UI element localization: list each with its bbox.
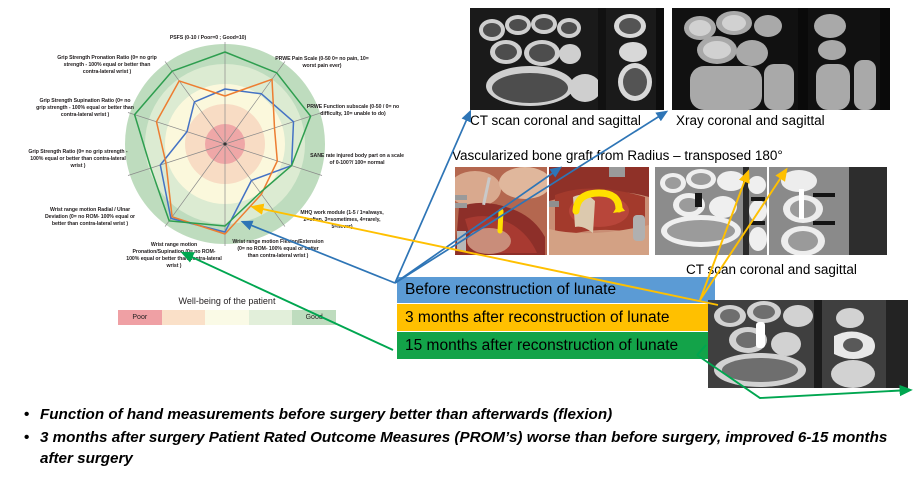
axis-label-prwe-pain: PRWE Pain Scale (0-50 0= no pain, 10= wo… xyxy=(275,56,369,69)
axis-label-wrist-pronation-supination: Wrist range motion Pronation/Supination … xyxy=(126,242,222,269)
image-surgery-photo-2 xyxy=(549,167,649,255)
radar-center-point xyxy=(223,142,227,146)
bullet-dot-1: • xyxy=(24,406,30,423)
scale-swatch-good: Good xyxy=(292,310,336,325)
image-surgery-photo-1 xyxy=(455,167,547,255)
axis-label-sane: SANE rate injured body part on a scale o… xyxy=(310,153,404,166)
axis-label-grip-supination: Grip Strength Supination Ratio (0= no gr… xyxy=(36,98,134,118)
ct-15months-graphic xyxy=(708,300,908,388)
bullet-text-2: 3 months after surgery Patient Rated Out… xyxy=(40,428,888,468)
radar-spoke-2 xyxy=(224,112,323,145)
radar-series-2 xyxy=(133,51,312,227)
bullet-dot-2: • xyxy=(24,428,30,446)
image-ct-scan-3months-sagittal xyxy=(769,167,887,255)
bullet-item-1: • Function of hand measurements before s… xyxy=(24,404,904,426)
radar-spoke-6 xyxy=(164,143,226,227)
scale-label-poor: Poor xyxy=(132,314,148,321)
wellbeing-scale-bar: Poor Good xyxy=(118,310,336,325)
axis-label-wrist-radial-ulnar: Wrist range motion Radial / Ulnar Deviat… xyxy=(44,207,136,227)
axis-label-grip-pronation: Grip Strength Pronation Ratio (0= no gri… xyxy=(57,55,157,75)
scale-swatch-poor: Poor xyxy=(118,310,162,325)
surgery-photo-2-graphic xyxy=(549,167,649,255)
axis-label-grip-strength-ratio: Grip Strength Ratio (0= no grip strength… xyxy=(28,149,128,169)
axis-label-mhq-work: MHQ work module (1-5 / 1=always, 2=often… xyxy=(300,210,384,230)
scale-swatch-3 xyxy=(205,310,249,325)
radar-spoke-3 xyxy=(224,143,323,176)
radar-series-0 xyxy=(159,88,295,233)
image-xray-preop xyxy=(672,8,890,110)
radar-series-polylines xyxy=(133,51,312,235)
radar-spoke-8 xyxy=(127,112,226,145)
caption-ct-scan-middle: CT scan coronal and sagittal xyxy=(686,262,857,277)
legend-bar-3-months-after[interactable]: 3 months after reconstruction of lunate xyxy=(397,304,715,331)
scale-swatch-2 xyxy=(161,310,206,325)
radar-spoke-7 xyxy=(127,143,226,176)
radar-spoke-1 xyxy=(224,61,286,145)
legend-bar-15-months-after[interactable]: 15 months after reconstruction of lunate xyxy=(397,332,715,359)
radar-spoke-9 xyxy=(164,61,226,145)
axis-label-wrist-flexion-extension: Wrist range motion Flexion/Extension (0=… xyxy=(232,239,324,259)
wellbeing-legend: Well-being of the patient Poor Good xyxy=(112,296,342,325)
caption-ct-scan-top: CT scan coronal and sagittal xyxy=(470,113,641,128)
ct-preop-graphic xyxy=(470,8,664,110)
xray-preop-graphic xyxy=(672,8,890,110)
ct-3months-sagittal-graphic xyxy=(769,167,887,255)
image-ct-scan-15months xyxy=(708,300,908,388)
caption-xray-top: Xray coronal and sagittal xyxy=(676,113,825,128)
radar-chart-svg xyxy=(125,42,325,246)
axis-label-psfs: PSFS (0-10 / Poor=0 ; Good=10) xyxy=(169,35,247,41)
scale-label-good: Good xyxy=(305,314,323,321)
radar-chart: PSFS (0-10 / Poor=0 ; Good=10) PRWE Pain… xyxy=(20,18,440,298)
ct-3months-graphic xyxy=(655,167,767,255)
radar-axis-spokes xyxy=(127,42,323,246)
bullet-item-2: • 3 months after surgery Patient Rated O… xyxy=(24,427,904,470)
wellbeing-legend-title: Well-being of the patient xyxy=(178,296,276,306)
bullet-text-1: Function of hand measurements before sur… xyxy=(40,406,613,423)
surgery-photo-1-graphic xyxy=(455,167,547,255)
image-ct-scan-3months xyxy=(655,167,767,255)
summary-bullets: • Function of hand measurements before s… xyxy=(24,404,904,471)
heading-vascularized-bone-graft: Vascularized bone graft from Radius – tr… xyxy=(452,148,783,163)
image-ct-scan-preop xyxy=(470,8,664,110)
scale-swatch-4 xyxy=(248,310,293,325)
legend-bar-before-reconstruction[interactable]: Before reconstruction of lunate xyxy=(397,277,715,303)
radar-series-1 xyxy=(155,78,279,235)
axis-label-prwe-function: PRWE Function subscale (0-50 / 0= no dif… xyxy=(306,104,400,117)
